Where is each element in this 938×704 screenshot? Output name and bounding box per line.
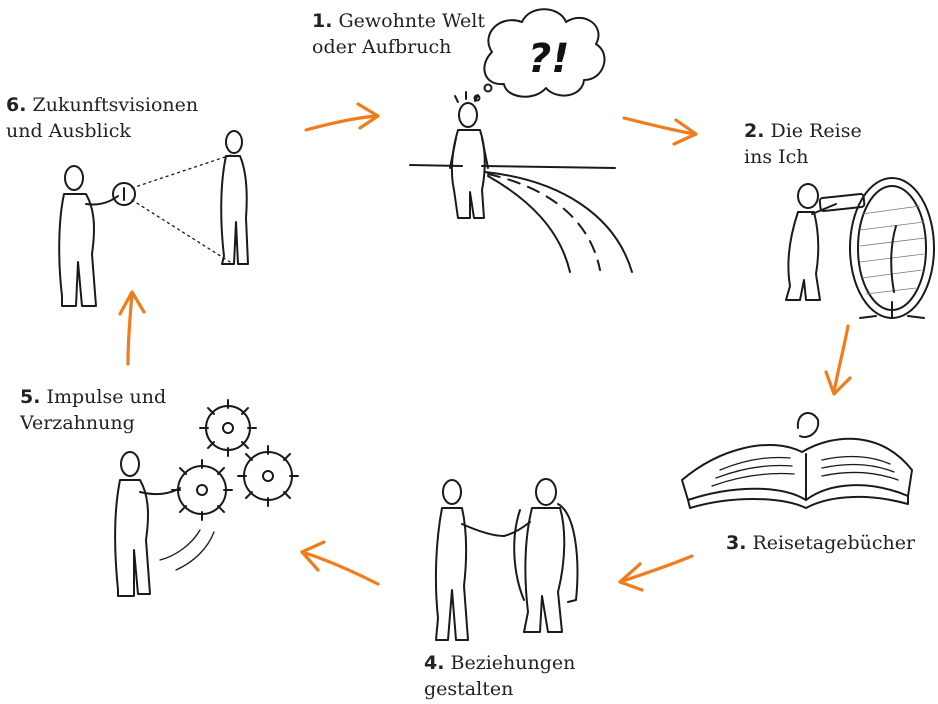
thought-bubble-text: ?!	[528, 36, 569, 82]
gear-icon	[238, 446, 298, 506]
arrow-3-to-4	[620, 556, 692, 590]
step-number: 6.	[6, 94, 26, 116]
arrow-2-to-3	[826, 326, 850, 394]
gear-icon	[200, 400, 256, 456]
step-6-illustration	[59, 131, 248, 306]
arrow-1-to-2	[624, 118, 696, 144]
step-number: 2.	[744, 120, 764, 142]
step-4-illustration	[436, 479, 577, 640]
step-title-line2: Verzahnung	[20, 410, 166, 436]
step-title: Die Reise	[771, 120, 862, 142]
step-3-label: 3. Reisetagebücher	[726, 530, 915, 556]
step-5-label: 5. Impulse und Verzahnung	[20, 384, 166, 436]
step-2-illustration	[786, 178, 934, 318]
step-6-label: 6. Zukunftsvisionen und Ausblick	[6, 92, 198, 144]
step-2-label: 2. Die Reise ins Ich	[744, 118, 862, 170]
step-title-line2: ins Ich	[744, 144, 862, 170]
step-3-illustration	[682, 413, 912, 508]
step-number: 4.	[424, 652, 444, 674]
step-4-label: 4. Beziehungen gestalten	[424, 650, 575, 702]
step-title: Impulse und	[47, 386, 167, 408]
step-title: Beziehungen	[451, 652, 576, 674]
arrow-6-to-1	[306, 104, 378, 130]
arrow-4-to-5	[302, 542, 378, 584]
step-1-label: 1. Gewohnte Welt oder Aufbruch	[312, 8, 485, 60]
step-title-line2: und Ausblick	[6, 118, 198, 144]
step-number: 3.	[726, 532, 746, 554]
step-title-line2: oder Aufbruch	[312, 34, 485, 60]
step-title: Zukunftsvisionen	[33, 94, 199, 116]
arrow-5-to-6	[120, 292, 144, 364]
gear-icon	[172, 460, 232, 520]
step-number: 5.	[20, 386, 40, 408]
step-number: 1.	[312, 10, 332, 32]
step-title: Reisetagebücher	[753, 532, 916, 554]
step-title: Gewohnte Welt	[339, 10, 485, 32]
step-title-line2: gestalten	[424, 676, 575, 702]
